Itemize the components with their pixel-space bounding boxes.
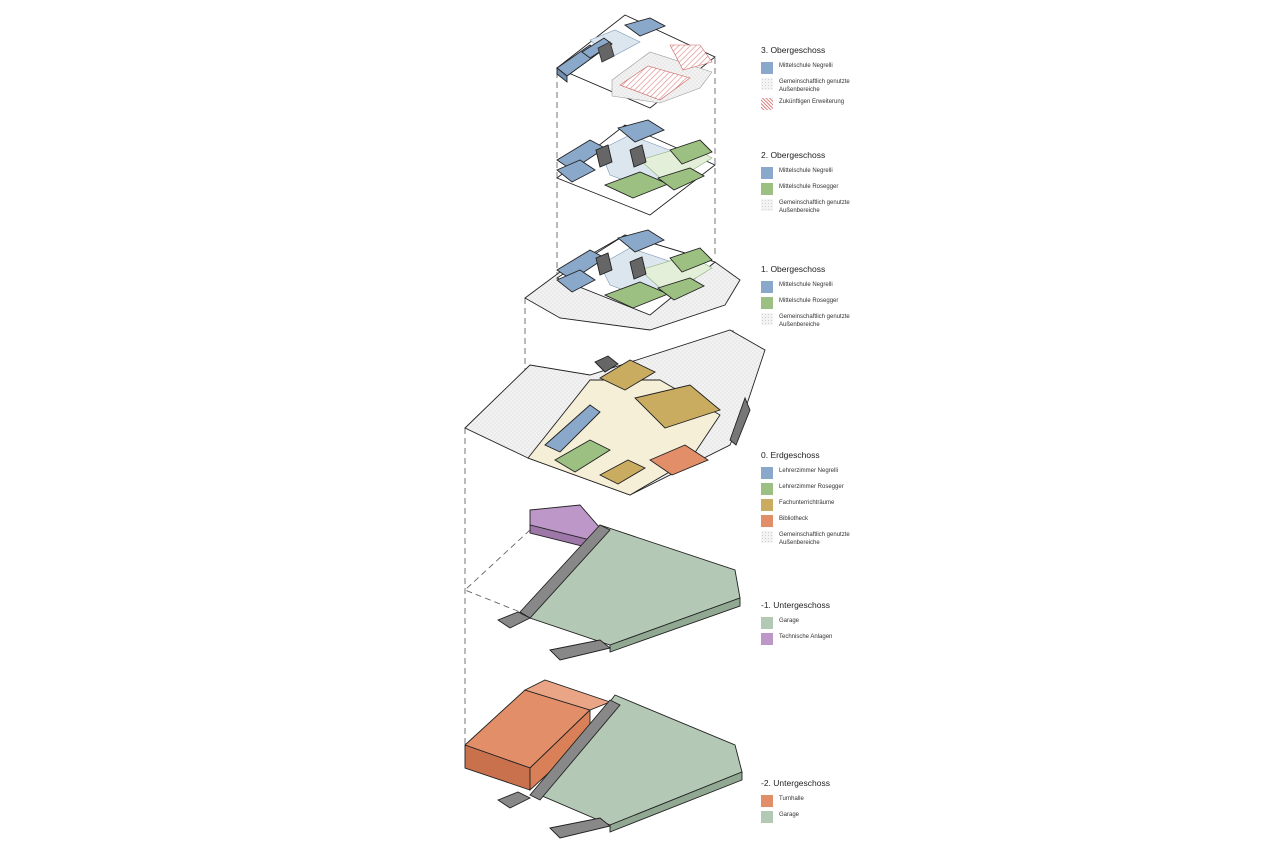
swatch-shared: [761, 313, 773, 325]
swatch-shared: [761, 199, 773, 211]
legend-item-label: Mittelschule Negrelli: [779, 282, 833, 288]
legend-group: 2. Obergeschoss Mittelschule Negrelli Mi…: [761, 150, 881, 219]
floor-0-erdgeschoss: [464, 329, 766, 496]
legend-item: Mittelschule Negrelli: [761, 62, 881, 74]
swatch-blue: [761, 281, 773, 293]
floor-minus-2-untergeschoss: [464, 679, 743, 839]
legend-item-label: Lehrerzimmer Negrelli: [779, 468, 839, 474]
swatch-purple: [761, 633, 773, 645]
floor-minus-1-untergeschoss: [497, 504, 741, 661]
legend-item-label: Lehrerzimmer Rosegger: [779, 484, 844, 490]
legend-title: 2. Obergeschoss: [761, 150, 826, 160]
legend-group: -2. Untergeschoss Turnhalle Garage: [761, 778, 881, 827]
floor-1-obergeschoss: [524, 229, 741, 331]
legend-item: Mittelschule Rosegger: [761, 183, 881, 195]
swatch-blue: [761, 167, 773, 179]
legend-item-label: Turnhalle: [779, 796, 804, 802]
legend-item-label: Fachunterrichträume: [779, 500, 835, 506]
legend-group: 0. Erdgeschoss Lehrerzimmer Negrelli Leh…: [761, 450, 881, 551]
swatch-blue: [761, 467, 773, 479]
legend-item: Mittelschule Negrelli: [761, 281, 881, 293]
legend-item: Lehrerzimmer Rosegger: [761, 483, 881, 495]
legend-item: Turnhalle: [761, 795, 881, 807]
legend-title: 0. Erdgeschoss: [761, 450, 820, 460]
swatch-blue: [761, 62, 773, 74]
legend-item: Technische Anlagen: [761, 633, 881, 645]
swatch-orange: [761, 795, 773, 807]
swatch-green: [761, 183, 773, 195]
legend-group: -1. Untergeschoss Garage Technische Anla…: [761, 600, 881, 649]
legend-item: Gemeinschaftlich genutzte Außenbereiche: [761, 78, 881, 94]
legend-item-label: Mittelschule Rosegger: [779, 184, 839, 190]
legend-item: Zukünftigen Erweiterung: [761, 98, 881, 110]
swatch-green: [761, 483, 773, 495]
legend-group: 3. Obergeschoss Mittelschule Negrelli Ge…: [761, 45, 881, 114]
legend-item-label: Mittelschule Negrelli: [779, 63, 833, 69]
legend-item: Mittelschule Rosegger: [761, 297, 881, 309]
swatch-shared: [761, 531, 773, 543]
legend-item: Mittelschule Negrelli: [761, 167, 881, 179]
legend-title: -1. Untergeschoss: [761, 600, 830, 610]
legend-item-label: Gemeinschaftlich genutzte Außenbereiche: [779, 532, 850, 546]
legend-item: Lehrerzimmer Negrelli: [761, 467, 881, 479]
legend-group: 1. Obergeschoss Mittelschule Negrelli Mi…: [761, 264, 881, 333]
legend-title: 3. Obergeschoss: [761, 45, 826, 55]
swatch-future: [761, 98, 773, 110]
legend-item: Garage: [761, 617, 881, 629]
legend-item-label: Mittelschule Rosegger: [779, 298, 839, 304]
legend-item: Garage: [761, 811, 881, 823]
swatch-shared: [761, 78, 773, 90]
legend-item-label: Gemeinschaftlich genutzte Außenbereiche: [779, 79, 850, 93]
floor-2-obergeschoss: [556, 119, 716, 216]
legend-item-label: Bibliotheck: [779, 516, 809, 522]
swatch-orange: [761, 515, 773, 527]
legend-item-label: Gemeinschaftlich genutzte Außenbereiche: [779, 200, 850, 214]
legend-item-label: Gemeinschaftlich genutzte Außenbereiche: [779, 314, 850, 328]
legend-item: Gemeinschaftlich genutzte Außenbereiche: [761, 313, 881, 329]
legend-item: Gemeinschaftlich genutzte Außenbereiche: [761, 531, 881, 547]
legend-item-label: Mittelschule Negrelli: [779, 168, 833, 174]
swatch-gold: [761, 499, 773, 511]
legend-title: 1. Obergeschoss: [761, 264, 826, 274]
legend-item: Bibliotheck: [761, 515, 881, 527]
legend-item-label: Garage: [779, 812, 800, 818]
swatch-sage: [761, 617, 773, 629]
legend-item-label: Technische Anlagen: [779, 634, 833, 640]
legend-title: -2. Untergeschoss: [761, 778, 830, 788]
legend-item: Fachunterrichträume: [761, 499, 881, 511]
legend-item: Gemeinschaftlich genutzte Außenbereiche: [761, 199, 881, 215]
swatch-green: [761, 297, 773, 309]
floor-3-obergeschoss: [556, 14, 716, 109]
legend-item-label: Garage: [779, 618, 800, 624]
legend-item-label: Zukünftigen Erweiterung: [779, 99, 845, 105]
swatch-sage: [761, 811, 773, 823]
